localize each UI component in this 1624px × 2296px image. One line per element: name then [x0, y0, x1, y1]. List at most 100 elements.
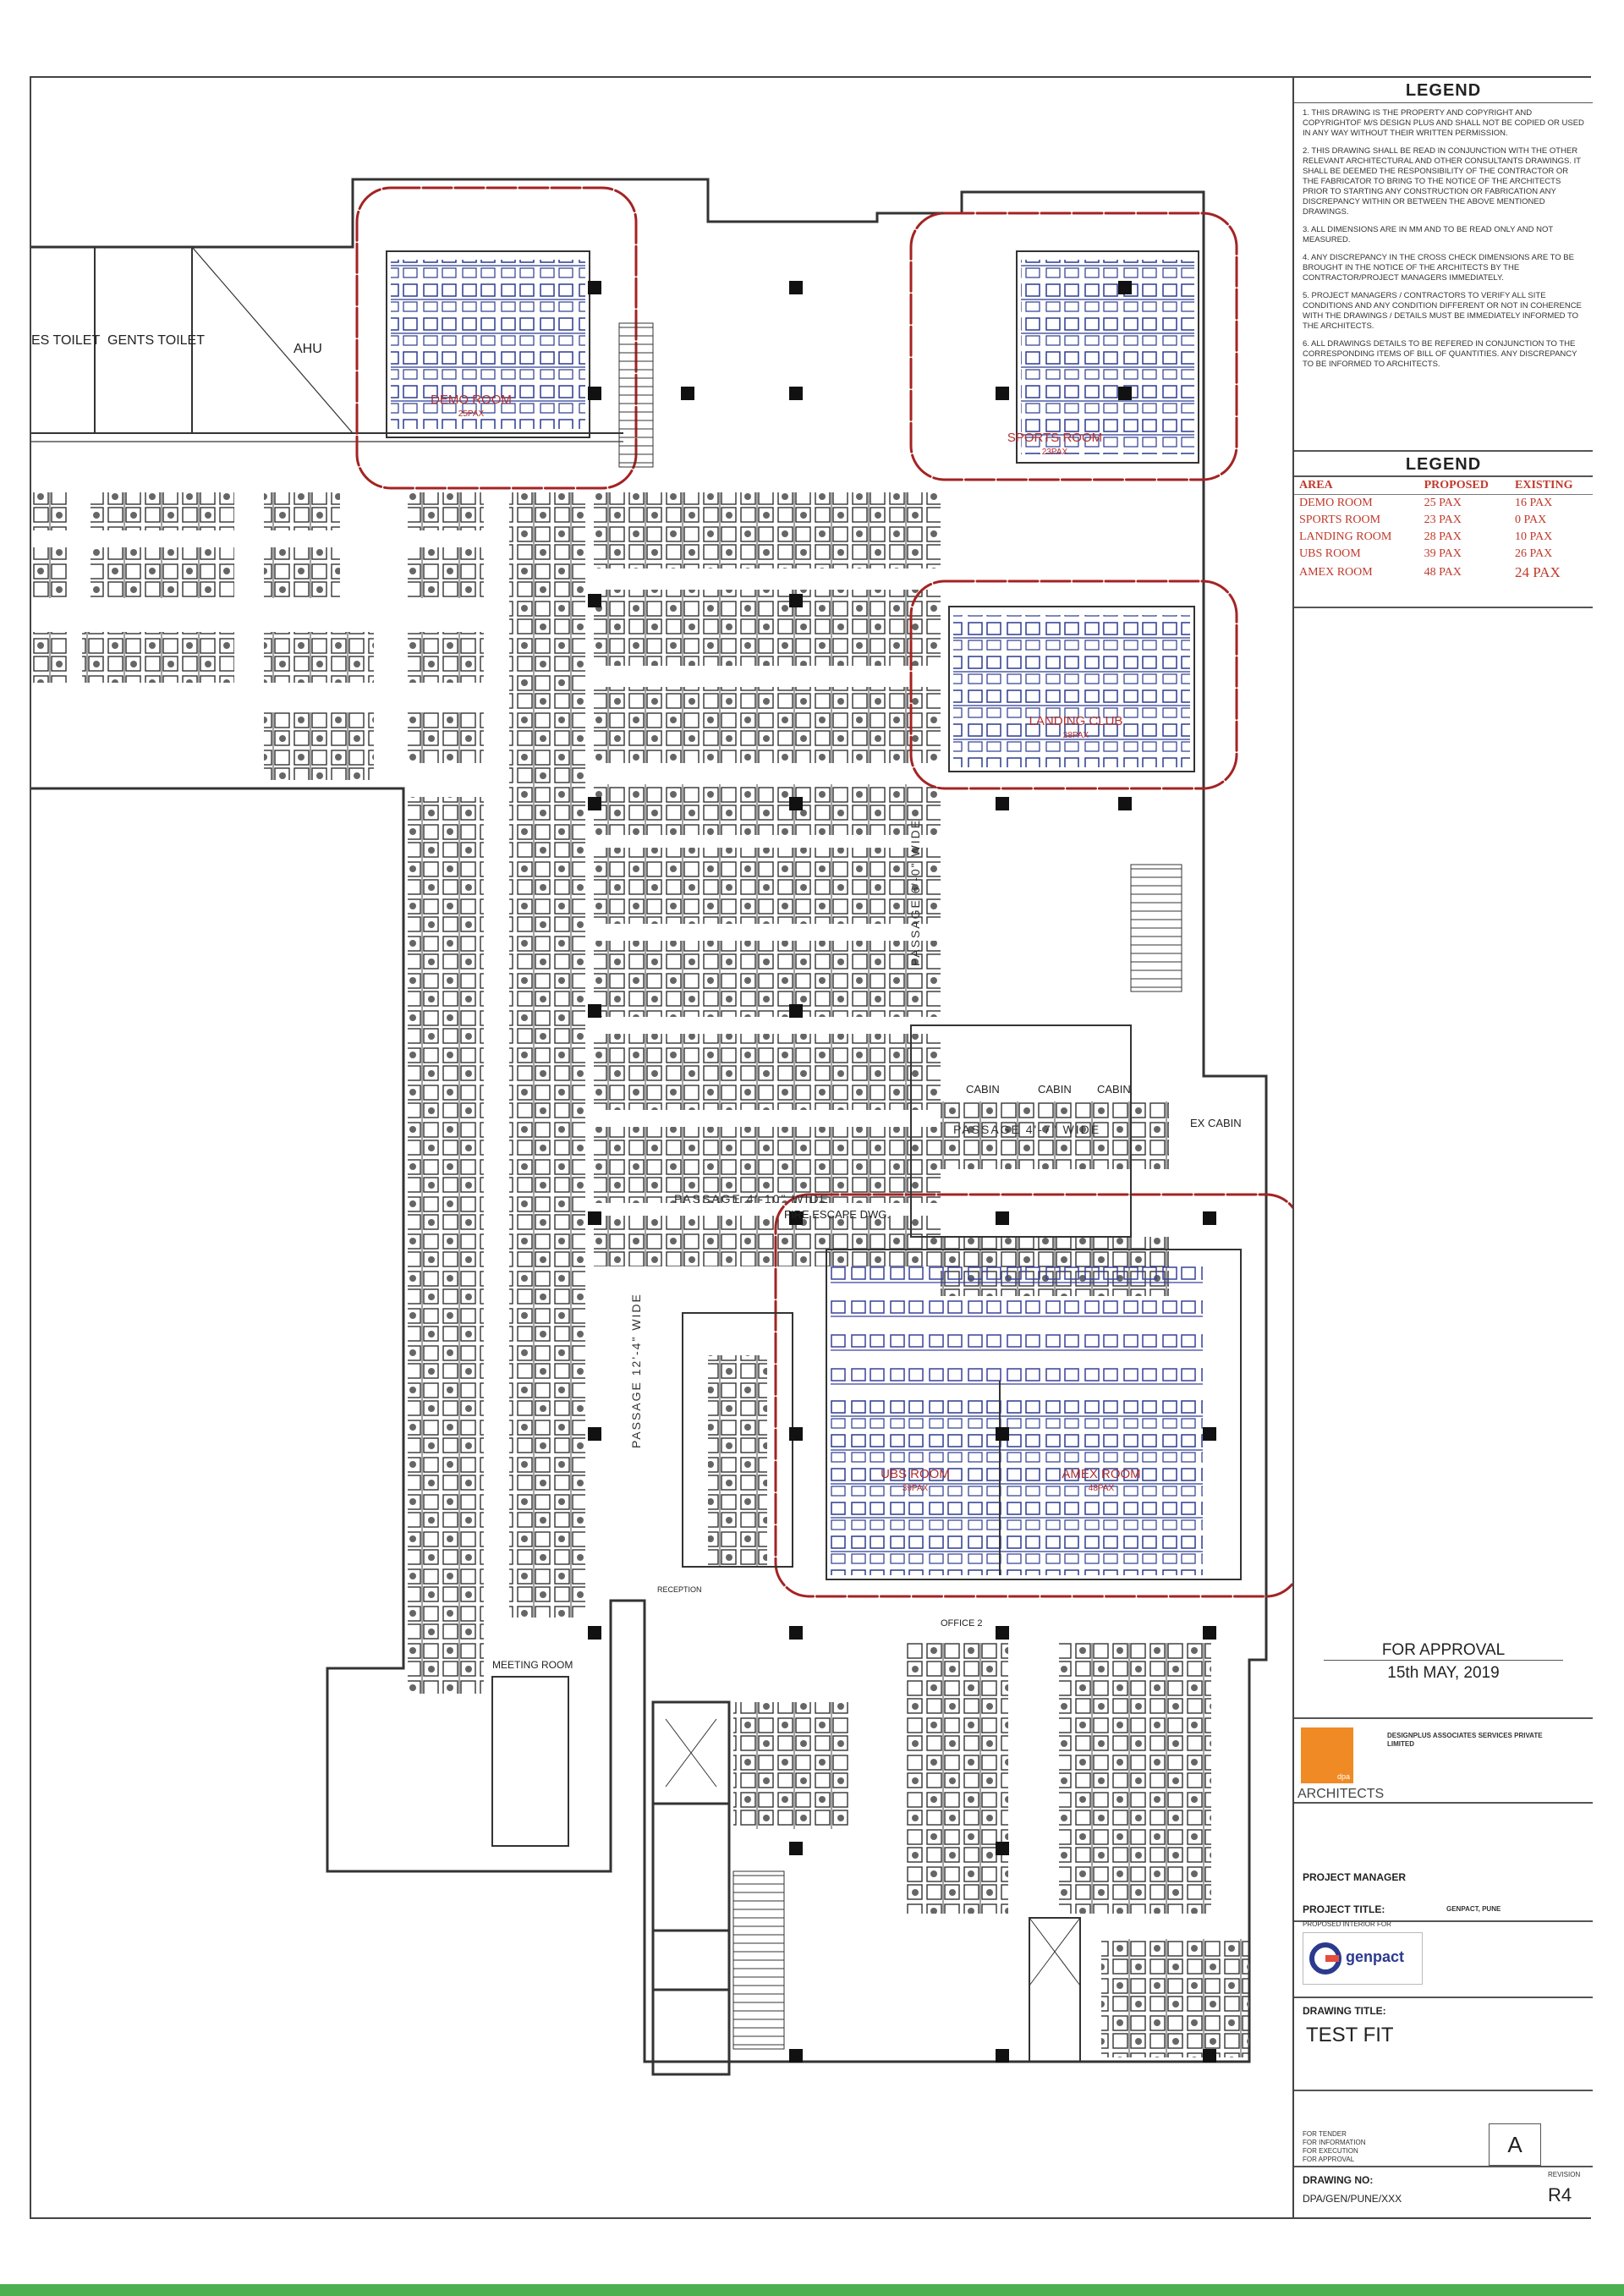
status-tender: FOR TENDER — [1303, 2130, 1347, 2138]
meeting-room-label: MEETING ROOM — [492, 1659, 573, 1671]
cabin-label-1: CABIN — [966, 1083, 1000, 1096]
firm-logo-text: dpa — [1336, 1772, 1350, 1781]
ubs-room-name: UBS ROOM — [881, 1467, 950, 1481]
project-title-box: PROJECT TITLE: GENPACT, PUNE PROPOSED IN… — [1294, 1897, 1593, 1998]
building-outline — [31, 178, 1268, 2063]
cell: 23 PAX — [1424, 514, 1462, 526]
landing-club-name: LANDING CLUB — [1029, 714, 1123, 728]
workstation-clusters — [31, 492, 1249, 2057]
amex-room-pax: 48PAX — [1089, 1484, 1115, 1493]
note-3: 3. ALL DIMENSIONS ARE IN MM AND TO BE RE… — [1303, 225, 1553, 244]
note-1: 1. THIS DRAWING IS THE PROPERTY AND COPY… — [1303, 108, 1584, 138]
cell: AMEX ROOM — [1299, 566, 1373, 579]
client-logo-text: genpact — [1346, 1948, 1405, 1965]
drawing-no: DPA/GEN/PUNE/XXX — [1303, 2193, 1402, 2205]
note-4: 4. ANY DISCREPANCY IN THE CROSS CHECK DI… — [1303, 253, 1574, 283]
fire-escape-label: FIRE ESCAPE DWG. — [784, 1208, 890, 1221]
proposed-col: PROPOSED — [1418, 477, 1511, 495]
structural-columns — [588, 281, 1216, 2063]
table-row: SPORTS ROOM 23 PAX 0 PAX — [1294, 512, 1593, 529]
floor-plan: ES TOILET GENTS TOILET AHU — [31, 178, 1292, 2076]
drawing-sheet: ES TOILET GENTS TOILET AHU — [30, 76, 1593, 2219]
gents-toilet-label: GENTS TOILET — [107, 333, 205, 348]
cores — [491, 322, 1182, 2076]
ubs-amex-room: UBS ROOM 39PAX AMEX ROOM 48PAX — [826, 1249, 1242, 1580]
status-approval: FOR APPROVAL — [1303, 2156, 1355, 2163]
cabin-label-2: CABIN — [1038, 1083, 1072, 1096]
cell: 0 PAX — [1515, 514, 1547, 526]
demo-room-pax: 25PAX — [458, 409, 485, 419]
cell: 28 PAX — [1424, 530, 1462, 543]
bottom-bar — [0, 2284, 1624, 2296]
cell: 16 PAX — [1515, 497, 1553, 509]
legend-heading-box: LEGEND — [1294, 78, 1593, 103]
status-options: FOR TENDER FOR INFORMATION FOR EXECUTION… — [1303, 2130, 1366, 2164]
project-box: PROJECT MANAGER — [1294, 1804, 1593, 1922]
approval-box: FOR APPROVAL 15th MAY, 2019 — [1294, 1634, 1593, 1719]
table-row: AMEX ROOM 48 PAX 24 PAX — [1294, 563, 1593, 583]
note-6: 6. ALL DRAWINGS DETAILS TO BE REFERED IN… — [1303, 339, 1577, 369]
reception-label: RECEPTION — [657, 1585, 702, 1594]
area-col: AREA — [1294, 477, 1419, 495]
table-row: DEMO ROOM 25 PAX 16 PAX — [1294, 495, 1593, 513]
amex-room-name: AMEX ROOM — [1062, 1467, 1140, 1481]
cell: SPORTS ROOM — [1299, 514, 1381, 526]
architects-label: ARCHITECTS — [1298, 1787, 1385, 1801]
office2-label: OFFICE 2 — [941, 1618, 983, 1629]
area-table: AREA PROPOSED EXISTING DEMO ROOM 25 PAX 16… — [1294, 477, 1593, 583]
cell: 48 PAX — [1424, 566, 1462, 579]
project-manager-label: PROJECT MANAGER — [1303, 1871, 1407, 1883]
cell: 10 PAX — [1515, 530, 1553, 543]
area-table-header: AREA PROPOSED EXISTING — [1294, 477, 1593, 495]
client-logo: genpact — [1303, 1932, 1423, 1985]
area-legend: AREA PROPOSED EXISTING DEMO ROOM 25 PAX 16… — [1294, 477, 1593, 608]
drawing-title-box: DRAWING TITLE: TEST FIT — [1294, 1998, 1593, 2091]
cabin-label-3: CABIN — [1097, 1083, 1131, 1096]
passage-7-label: PASSAGE 4'-7" WIDE — [953, 1123, 1100, 1136]
project-title-value: GENPACT, PUNE — [1446, 1905, 1501, 1913]
sports-room-pax: 23PAX — [1042, 448, 1068, 457]
revision: R4 — [1548, 2184, 1572, 2205]
legend2-heading-box: LEGEND — [1294, 452, 1593, 477]
cell: 39 PAX — [1424, 547, 1462, 560]
demo-room-name: DEMO ROOM — [431, 393, 512, 407]
cell: 25 PAX — [1424, 497, 1462, 509]
existing-col: EXISTING — [1510, 477, 1593, 495]
status-information: FOR INFORMATION — [1303, 2139, 1366, 2146]
revision-label: REVISION — [1548, 2171, 1581, 2178]
legend-heading: LEGEND — [1405, 81, 1482, 100]
firm-box: dpa DESIGNPLUS ASSOCIATES SERVICES PRIVA… — [1294, 1719, 1593, 1804]
firm-logo: dpa — [1301, 1727, 1353, 1783]
cell: LANDING ROOM — [1299, 530, 1392, 543]
cell: DEMO ROOM — [1299, 497, 1373, 509]
title-block: LEGEND 1. THIS DRAWING IS THE PROPERTY A… — [1292, 78, 1593, 2217]
toilet-label: ES TOILET — [31, 333, 100, 348]
genpact-icon — [1309, 1942, 1341, 1975]
status-box: FOR TENDER FOR INFORMATION FOR EXECUTION… — [1294, 2091, 1593, 2167]
cell: 24 PAX — [1515, 564, 1561, 580]
note-5: 5. PROJECT MANAGERS / CONTRACTORS TO VER… — [1303, 291, 1582, 331]
drawing-title-label: DRAWING TITLE: — [1303, 2005, 1386, 2017]
cell: 26 PAX — [1515, 547, 1553, 560]
passage-4-label: PASSAGE 4'-10" WIDE — [674, 1192, 830, 1206]
project-title-label: PROJECT TITLE: — [1303, 1903, 1385, 1915]
passage-12-label: PASSAGE 12'-4" WIDE — [629, 1293, 643, 1448]
blank-area — [1294, 608, 1593, 1719]
landing-club: LANDING CLUB 28PAX — [948, 606, 1195, 772]
ex-cabin-label: EX CABIN — [1190, 1117, 1242, 1129]
table-row: LANDING ROOM 28 PAX 10 PAX — [1294, 529, 1593, 546]
proposed-label: PROPOSED INTERIOR FOR — [1303, 1920, 1391, 1928]
ahu-label: AHU — [294, 342, 322, 356]
firm-name: DESIGNPLUS ASSOCIATES SERVICES PRIVATE L… — [1387, 1732, 1543, 1748]
landing-club-pax: 28PAX — [1063, 731, 1089, 740]
legend2-heading: LEGEND — [1405, 455, 1482, 474]
sports-room-name: SPORTS ROOM — [1007, 431, 1102, 445]
note-2: 2. THIS DRAWING SHALL BE READ IN CONJUNC… — [1303, 146, 1581, 217]
status-execution: FOR EXECUTION — [1303, 2147, 1358, 2155]
approval-text: FOR APPROVAL — [1324, 1634, 1563, 1661]
sheet-size: A — [1489, 2123, 1541, 2166]
general-notes: 1. THIS DRAWING IS THE PROPERTY AND COPY… — [1294, 103, 1593, 452]
sports-room: SPORTS ROOM 23PAX — [1007, 250, 1199, 464]
approval-date: 15th MAY, 2019 — [1387, 1664, 1500, 1682]
